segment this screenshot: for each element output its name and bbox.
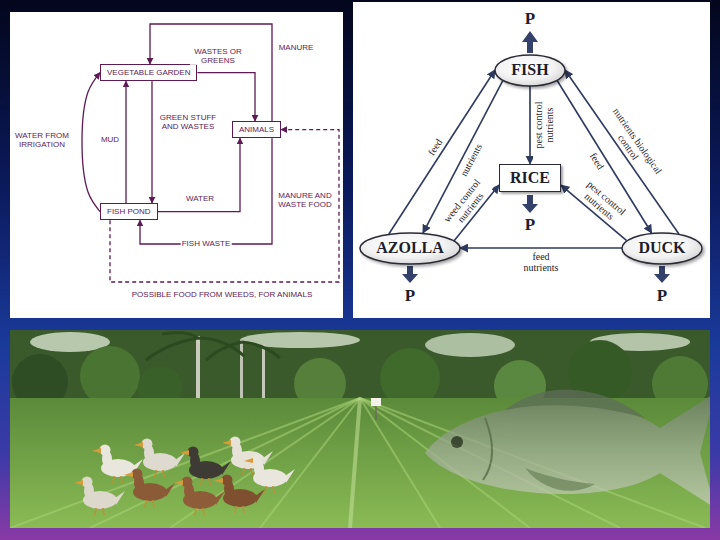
ellipse-node: DUCK (621, 232, 703, 265)
sky-patch (425, 333, 515, 357)
node-label: VEGETABLE GARDEN (107, 68, 190, 77)
tree-trunk (262, 344, 265, 402)
diagram-panel (10, 12, 343, 318)
output-label: P (525, 215, 535, 235)
diagram-panel (353, 2, 710, 318)
sign-post (375, 404, 377, 420)
edge-note: FISH WASTE (181, 239, 232, 248)
edge-label: WATER (185, 194, 215, 203)
ellipse-outline (622, 233, 702, 264)
duck-image (174, 477, 225, 516)
connector-arrow (460, 247, 622, 249)
edge-label: WASTES OR GREENS (190, 47, 246, 65)
output-arrow (402, 266, 418, 283)
ellipse-node: FISH (494, 54, 566, 87)
edge-label: GREEN STUFF AND WASTES (158, 113, 218, 131)
edge-label: MANURE (278, 43, 315, 52)
output-arrow (522, 195, 538, 213)
duck-image (222, 437, 273, 476)
sign-board (371, 398, 381, 406)
fish-fin (525, 468, 595, 491)
process-box: ANIMALS (232, 121, 281, 138)
duck-image (74, 477, 125, 516)
duck-image (124, 469, 175, 508)
palm-fronds (146, 333, 280, 360)
node-label: AZOLLA (376, 239, 444, 257)
connector-arrow (529, 86, 531, 164)
node-label: DUCK (638, 239, 685, 257)
process-box: VEGETABLE GARDEN (100, 64, 197, 81)
edge-label: feed nutrients (516, 251, 566, 273)
connector-arrow (125, 81, 126, 203)
fish-eye (451, 436, 463, 448)
node-label: FISH (511, 61, 548, 79)
node-label: FISH POND (107, 207, 151, 216)
foliage (80, 346, 140, 406)
connector-arrow (151, 81, 152, 203)
output-label: P (657, 286, 667, 306)
connector-arrow (389, 70, 495, 234)
output-arrow (654, 266, 670, 283)
fish-image (425, 390, 710, 508)
edge-label: MANURE AND WASTE FOOD (277, 191, 333, 209)
node-label: RICE (510, 169, 550, 187)
process-box: RICE (499, 164, 561, 192)
node-label: ANIMALS (239, 125, 274, 134)
edge-label: POSSIBLE FOOD FROM WEEDS, FOR ANIMALS (131, 290, 313, 299)
rice-row (260, 398, 360, 528)
output-label: P (525, 9, 535, 29)
farm-photo (10, 330, 710, 528)
process-box: FISH POND (100, 203, 158, 220)
duck-image (214, 475, 265, 514)
connector-arrow (158, 138, 240, 211)
connector-arrow (140, 138, 272, 244)
connector-arrow (82, 73, 100, 212)
output-label: P (405, 286, 415, 306)
ellipse-node: AZOLLA (359, 232, 461, 265)
fish-body (425, 393, 710, 508)
connector-arrow (565, 70, 679, 234)
rice-row (170, 398, 360, 528)
rice-row (10, 398, 360, 528)
edge-label: WATER FROM IRRIGATION (13, 131, 71, 149)
duck-image (244, 455, 295, 494)
tree-trunk (240, 340, 243, 402)
ellipse-outline (495, 55, 565, 86)
fish-gill (483, 418, 492, 480)
output-arrow (522, 31, 538, 53)
fish-fin (505, 390, 645, 418)
ellipse-outline (360, 233, 460, 264)
rice-row (90, 398, 360, 528)
tree-trunk (196, 336, 200, 402)
edge-label: pest control nutrients (533, 90, 555, 160)
rice-row (350, 398, 360, 528)
edge-label: MUD (100, 135, 120, 144)
